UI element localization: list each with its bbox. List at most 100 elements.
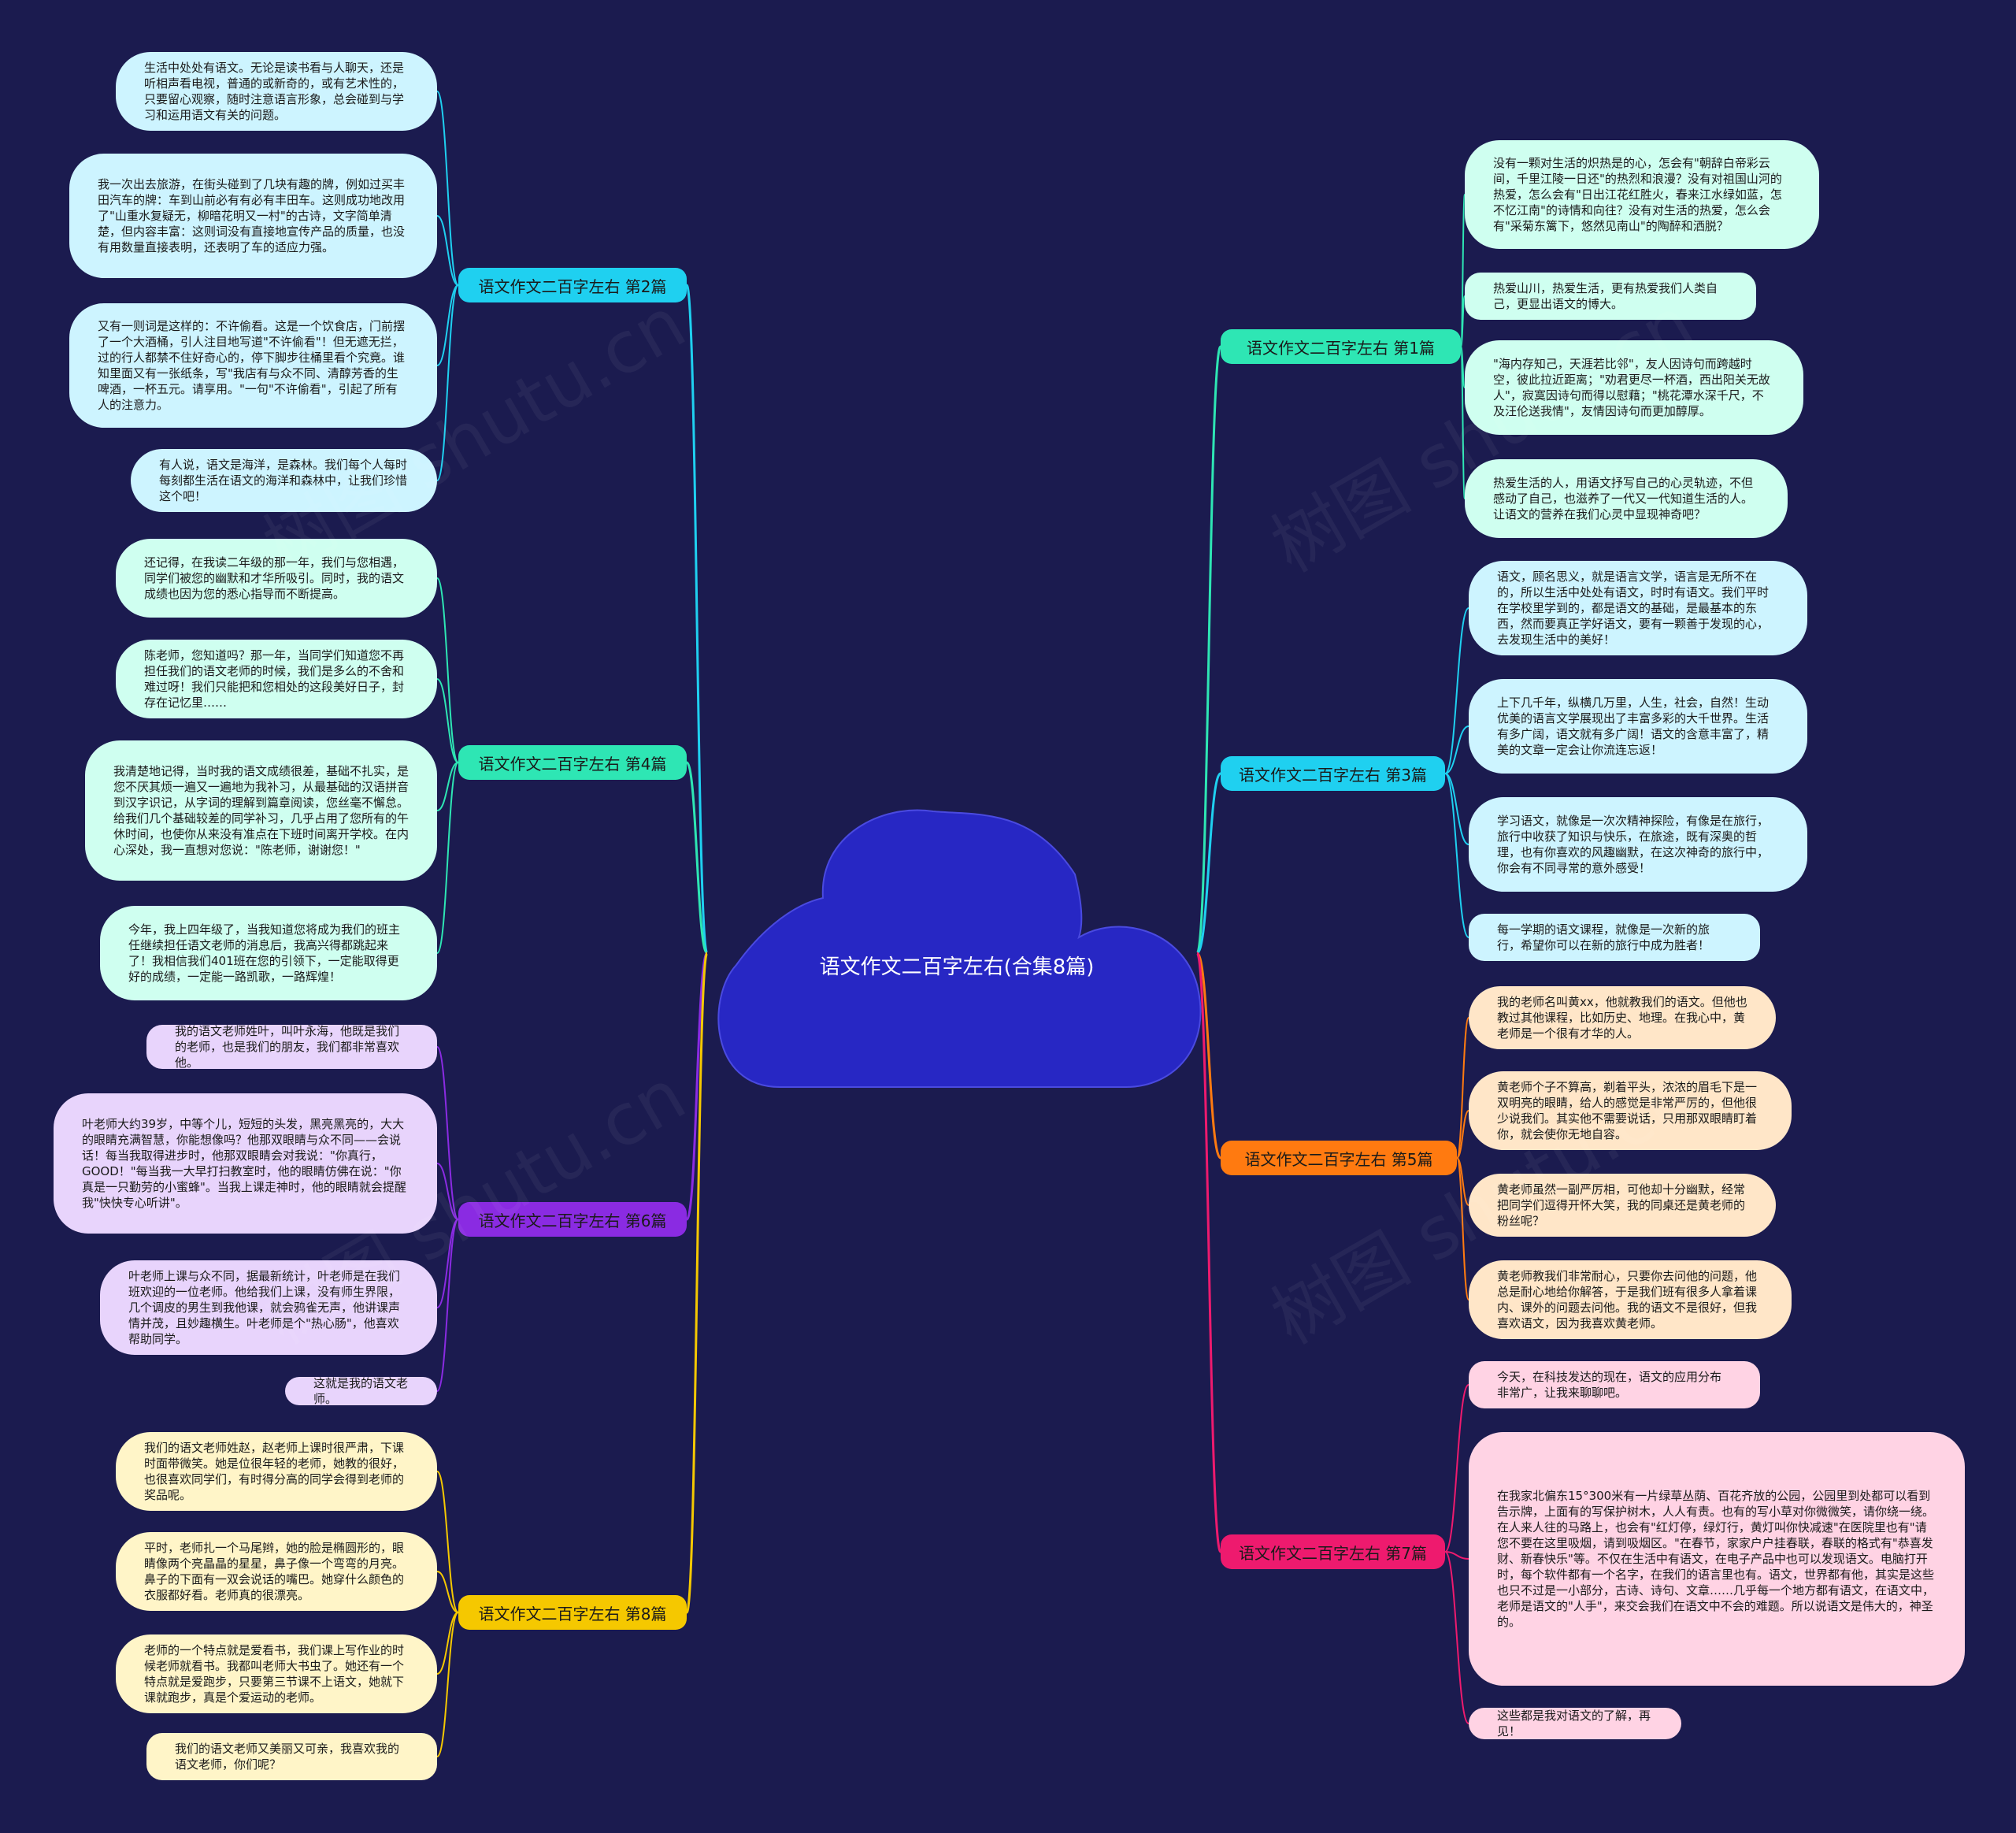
leaf-connector [436,284,459,366]
leaf-node[interactable]: 我的语文老师姓叶，叫叶永海，他既是我们的老师，也是我们的朋友，我们都非常喜欢他。 [146,1024,437,1070]
leaf-node[interactable]: 我们的语文老师又美丽又可亲，我喜欢我的语文老师，你们呢？ [146,1733,437,1780]
branch-connector [685,952,709,1614]
leaf-text: 黄老师教我们非常耐心，只要你去问他的问题，他总是耐心地给你解答，于是我们班有很多… [1497,1269,1758,1330]
leaf-connector [436,284,459,481]
leaf-text: 今年，我上四年级了，当我知道您将成为我们的班主任继续担任语文老师的消息后，我高兴… [128,922,401,984]
leaf-connector [436,1612,459,1757]
leaf-text: 这就是我的语文老师。 [313,1376,409,1406]
leaf-node[interactable]: 黄老师虽然一副严厉相，可他却十分幽默，经常把同学们逗得开怀大笑，我的同桌还是黄老… [1469,1174,1776,1237]
leaf-text: 黄老师个子不算高，剃着平头，浓浓的眉毛下是一双明亮的眼睛，给人的感觉是非常严厉的… [1497,1080,1758,1141]
leaf-text: 我们的语文老师姓赵，赵老师上课时很严肃，下课时面带微笑。她是位很年轻的老师，她教… [144,1441,405,1502]
branch-node-b1[interactable]: 语文作文二百字左右 第1篇 [1221,329,1461,364]
leaf-text: 叶老师上课与众不同，据最新统计，叶老师是在我们班欢迎的一位老师。他给我们上课，没… [128,1269,401,1346]
leaf-connector [1444,1551,1469,1724]
leaf-text: 没有一颗对生活的炽热是的心，怎会有"朝辞白帝彩云间，千里江陵一日还"的热烈和浪漫… [1493,156,1782,233]
leaf-connector [436,1219,459,1308]
branch-node-b7[interactable]: 语文作文二百字左右 第7篇 [1221,1534,1445,1569]
leaf-node[interactable]: 热爱生活的人，用语文抒写自己的心灵轨迹，不但感动了自己，也滋养了一代又一代知道生… [1465,459,1788,538]
leaf-text: 平时，老师扎一个马尾辫，她的脸是椭圆形的，眼睛像两个亮晶晶的星星，鼻子像一个弯弯… [144,1541,405,1602]
leaf-connector [436,1612,459,1675]
leaf-node[interactable]: 老师的一个特点就是爱看书，我们课上写作业的时候老师就看书。我都叫老师大书虫了。她… [116,1634,437,1713]
leaf-node[interactable]: 叶老师上课与众不同，据最新统计，叶老师是在我们班欢迎的一位老师。他给我们上课，没… [100,1260,437,1355]
leaf-node[interactable]: 黄老师教我们非常耐心，只要你去问他的问题，他总是耐心地给你解答，于是我们班有很多… [1469,1260,1792,1339]
leaf-text: 老师的一个特点就是爱看书，我们课上写作业的时候老师就看书。我都叫老师大书虫了。她… [144,1643,405,1705]
branch-connector [685,952,709,1221]
leaf-text: 叶老师大约39岁，中等个儿，短短的头发，黑亮黑亮的，大大的眼睛充满智慧，你能想像… [82,1117,406,1210]
leaf-connector [436,215,459,286]
branch-connector [1195,952,1222,1160]
leaf-connector [436,762,459,954]
branch-node-b3[interactable]: 语文作文二百字左右 第3篇 [1221,756,1445,791]
branch-connector [1195,345,1222,955]
leaf-connector [436,1163,459,1220]
leaf-text: 热爱山川，热爱生活，更有热爱我们人类自己，更显出语文的博大。 [1493,281,1718,311]
leaf-connector [1460,295,1466,347]
leaf-text: 在我家北偏东15°300米有一片绿草丛荫、百花齐放的公园，公园里到处都可以看到告… [1497,1489,1935,1629]
leaf-connector [1456,1110,1469,1159]
leaf-text: "海内存知己，天涯若比邻"，友人因诗句而跨越时空，彼此拉近距离；"劝君更尽一杯酒… [1493,357,1770,418]
leaf-node[interactable]: 这些都是我对语文的了解，再见！ [1469,1708,1681,1739]
branch-connector [1195,772,1222,955]
leaf-connector [1444,725,1469,774]
leaf-node[interactable]: 热爱山川，热爱生活，更有热爱我们人类自己，更显出语文的博大。 [1465,273,1756,320]
leaf-node[interactable]: 我清楚地记得，当时我的语文成绩很差，基础不扎实，是您不厌其烦一遍又一遍地为我补习… [85,740,437,881]
leaf-node[interactable]: 学习语文，就像是一次次精神探险，有像是在旅行，旅行中收获了知识与快乐，在旅途，既… [1469,797,1807,892]
cloud-shape [717,809,1202,1088]
leaf-node[interactable]: 这就是我的语文老师。 [285,1376,437,1406]
leaf-node[interactable]: 在我家北偏东15°300米有一片绿草丛荫、百花齐放的公园，公园里到处都可以看到告… [1469,1432,1965,1686]
leaf-node[interactable]: 叶老师大约39岁，中等个儿，短短的头发，黑亮黑亮的，大大的眼睛充满智慧，你能想像… [54,1093,437,1234]
leaf-connector [436,762,459,811]
leaf-text: 我一次出去旅游，在街头碰到了几块有趣的牌，例如过买丰田汽车的牌：车到山前必有有必… [98,177,406,254]
leaf-connector [436,1571,459,1613]
branch-node-b2[interactable]: 语文作文二百字左右 第2篇 [458,268,687,302]
leaf-text: 我的老师名叫黄xx，他就教我们的语文。但他也教过其他课程，比如历史、地理。在我心… [1497,995,1747,1041]
leaf-text: 每一学期的语文课程，就像是一次新的旅行，希望你可以在新的旅行中成为胜者！ [1497,922,1710,952]
leaf-text: 上下几千年，纵横几万里，人生，社会，自然！生动优美的语言文学展现出了丰富多彩的大… [1497,696,1770,757]
leaf-node[interactable]: 没有一颗对生活的炽热是的心，怎会有"朝辞白帝彩云间，千里江陵一日还"的热烈和浪漫… [1465,140,1819,249]
leaf-connector [436,1219,459,1392]
leaf-connector [1444,773,1469,845]
leaf-text: 又有一则词是这样的：不许偷看。这是一个饮食店，门前摆了一个大酒桶，引人注目地写道… [98,319,406,412]
leaf-node[interactable]: 黄老师个子不算高，剃着平头，浓浓的眉毛下是一双明亮的眼睛，给人的感觉是非常严厉的… [1469,1071,1792,1150]
leaf-text: 生活中处处有语文。无论是读书看与人聊天，还是听相声看电视，普通的或新奇的，或有艺… [144,61,405,122]
leaf-text: 还记得，在我读二年级的那一年，我们与您相遇，同学们被您的幽默和才华所吸引。同时，… [144,555,405,601]
leaf-node[interactable]: 每一学期的语文课程，就像是一次新的旅行，希望你可以在新的旅行中成为胜者！ [1469,914,1760,961]
leaf-connector [436,1046,459,1220]
leaf-connector [1444,773,1469,938]
leaf-node[interactable]: 今年，我上四年级了，当我知道您将成为我们的班主任继续担任语文老师的消息后，我高兴… [100,906,437,1000]
leaf-node[interactable]: 平时，老师扎一个马尾辫，她的脸是椭圆形的，眼睛像两个亮晶晶的星星，鼻子像一个弯弯… [116,1532,437,1611]
branch-node-b6[interactable]: 语文作文二百字左右 第6篇 [458,1202,687,1237]
branch-node-b5[interactable]: 语文作文二百字左右 第5篇 [1221,1141,1457,1175]
leaf-node[interactable]: 语文，顾名思义，就是语言文学，语言是无所不在的，所以生活中处处有语文，时时有语文… [1469,561,1807,655]
central-topic-label: 语文作文二百字左右(合集8篇) [819,955,1095,979]
leaf-connector [436,1471,459,1613]
leaf-node[interactable]: 我的老师名叫黄xx，他就教我们的语文。但他也教过其他课程，比如历史、地理。在我心… [1469,986,1776,1049]
leaf-node[interactable]: 上下几千年，纵横几万里，人生，社会，自然！生动优美的语言文学展现出了丰富多彩的大… [1469,679,1807,774]
leaf-connector [436,678,459,763]
branch-node-b4[interactable]: 语文作文二百字左右 第4篇 [458,745,687,780]
leaf-connector [436,577,459,763]
leaf-connector [1444,1384,1469,1553]
leaf-connector [1444,1551,1469,1560]
leaf-node[interactable]: 生活中处处有语文。无论是读书看与人聊天，还是听相声看电视，普通的或新奇的，或有艺… [116,52,437,131]
leaf-connector [1456,1157,1469,1301]
leaf-text: 我们的语文老师又美丽又可亲，我喜欢我的语文老师，你们呢？ [175,1742,400,1772]
leaf-text: 学习语文，就像是一次次精神探险，有像是在旅行，旅行中收获了知识与快乐，在旅途，既… [1497,814,1770,875]
leaf-node[interactable]: 我们的语文老师姓赵，赵老师上课时很严肃，下课时面带微笑。她是位很年轻的老师，她教… [116,1432,437,1511]
leaf-text: 今天，在科技发达的现在，语文的应用分布非常广，让我来聊聊吧。 [1497,1370,1722,1400]
leaf-connector [1456,1017,1469,1159]
leaf-node[interactable]: 我一次出去旅游，在街头碰到了几块有趣的牌，例如过买丰田汽车的牌：车到山前必有有必… [69,154,437,278]
leaf-text: 热爱生活的人，用语文抒写自己的心灵轨迹，不但感动了自己，也滋养了一代又一代知道生… [1493,476,1754,521]
leaf-node[interactable]: 陈老师，您知道吗？那一年，当同学们知道您不再担任我们的语文老师的时候，我们是多么… [116,640,437,718]
leaf-text: 这些都是我对语文的了解，再见！ [1497,1709,1651,1738]
leaf-connector [1444,607,1469,774]
leaf-node[interactable]: 又有一则词是这样的：不许偷看。这是一个饮食店，门前摆了一个大酒桶，引人注目地写道… [69,303,437,428]
leaf-node[interactable]: "海内存知己，天涯若比邻"，友人因诗句而跨越时空，彼此拉近距离；"劝君更尽一杯酒… [1465,340,1803,435]
leaf-text: 有人说，语文是海洋，是森林。我们每个人每时每刻都生活在语文的海洋和森林中，让我们… [159,458,408,503]
leaf-node[interactable]: 有人说，语文是海洋，是森林。我们每个人每时每刻都生活在语文的海洋和森林中，让我们… [131,449,437,512]
leaf-node[interactable]: 今天，在科技发达的现在，语文的应用分布非常广，让我来聊聊吧。 [1469,1361,1760,1408]
branch-connector [685,761,709,955]
leaf-node[interactable]: 还记得，在我读二年级的那一年，我们与您相遇，同学们被您的幽默和才华所吸引。同时，… [116,539,437,618]
branch-node-b8[interactable]: 语文作文二百字左右 第8篇 [458,1595,687,1630]
